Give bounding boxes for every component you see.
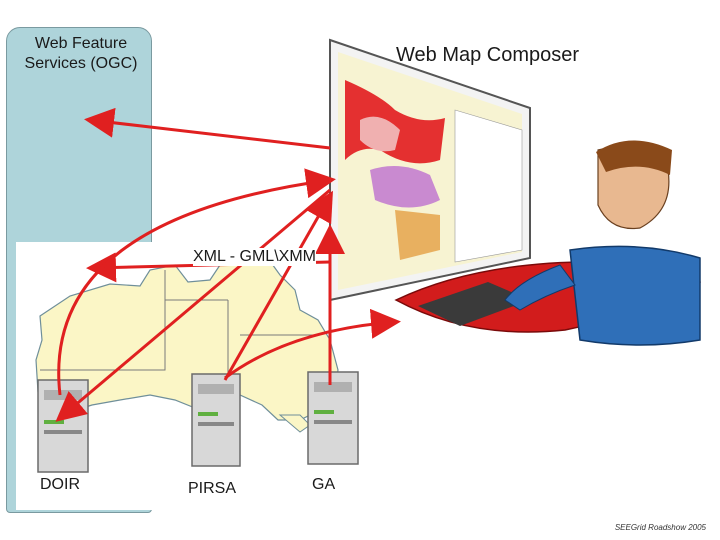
- footer-credit: SEEGrid Roadshow 2005: [614, 523, 706, 532]
- server-label-pirsa: PIRSA: [188, 480, 237, 497]
- arrow-composer-to-doir: [55, 188, 331, 422]
- server-icon-pirsa: [191, 373, 241, 467]
- wfs-label-line2: Services (OGC): [24, 55, 138, 72]
- arrow-pirsa-to-desk: [224, 308, 401, 380]
- wfs-label-line1: Web Feature: [34, 35, 128, 52]
- arrow-doir-to-composer: [57, 168, 336, 396]
- server-icon-doir: [37, 379, 89, 473]
- monitor: [329, 38, 531, 302]
- wfs-label: Web Feature Services (OGC): [6, 34, 156, 74]
- server-icon-ga: [307, 371, 359, 465]
- arrow-pirsa-to-composer: [223, 190, 333, 381]
- server-label-ga: GA: [312, 476, 336, 493]
- server-label-doir: DOIR: [40, 476, 80, 493]
- arrow-composer-to-wfs: [84, 107, 331, 150]
- xml-gml-label: XML - GML\XMM: [193, 248, 316, 266]
- person-icon: [504, 140, 701, 346]
- australia-map: [35, 249, 339, 433]
- composer-title: Web Map Composer: [396, 44, 580, 66]
- laptop-icon: [418, 282, 530, 326]
